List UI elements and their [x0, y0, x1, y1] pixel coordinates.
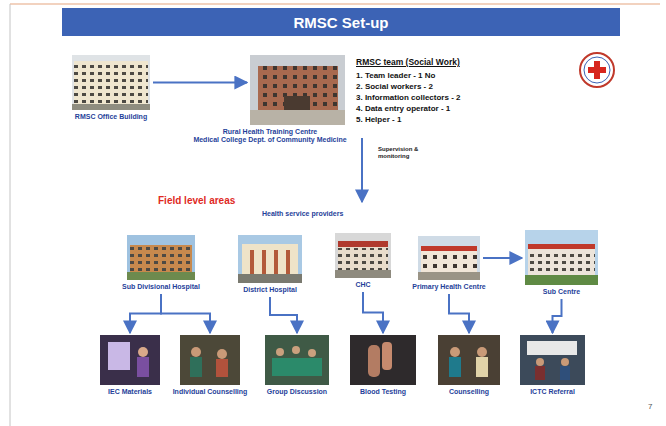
building-photo [72, 55, 150, 110]
page-number: 7 [648, 402, 652, 411]
team-item: 5. Helper - 1 [356, 115, 401, 124]
building-photo [238, 235, 302, 283]
frame-line [10, 3, 660, 5]
photo-node: RMSC Office Building [72, 55, 150, 121]
photo-caption: Individual Counselling [171, 388, 250, 396]
building-photo [525, 230, 598, 285]
photo-node: Blood Testing [350, 335, 416, 396]
photo-caption: IEC Materials [100, 388, 160, 396]
activity-photo [100, 335, 160, 385]
note: Supervision & monitoring [378, 146, 438, 160]
logo [580, 53, 614, 87]
team-item: 3. Information collectors - 2 [356, 93, 460, 102]
photo-caption: CHC [335, 281, 391, 289]
photo-caption: ICTC Referral [520, 388, 585, 396]
photo-node: Primary Health Centre [410, 236, 488, 291]
row-heading: Health service providers [262, 210, 343, 218]
photo-caption: RMSC Office Building [72, 113, 150, 121]
photo-caption: Group Discussion [265, 388, 330, 396]
building-photo [127, 235, 195, 280]
frame-line [10, 4, 11, 426]
title-bar: RMSC Set-up [62, 8, 620, 36]
building-photo [335, 233, 391, 278]
photo-node: Individual Counselling [171, 335, 250, 396]
photo-node: ICTC Referral [520, 335, 585, 396]
photo-node: Sub Divisional Hospital [120, 235, 202, 291]
photo-caption: District Hospital [238, 286, 302, 294]
team-item: 1. Team leader - 1 No [356, 71, 435, 80]
team-item: 2. Social workers - 2 [356, 82, 433, 91]
photo-caption: Sub Centre [525, 288, 598, 296]
photo-node: Sub Centre [525, 230, 598, 296]
photo-caption: Medical College Dept. of Community Medic… [190, 136, 350, 144]
slide-title: RMSC Set-up [294, 14, 389, 31]
flow-arrow [449, 294, 469, 333]
flow-arrow [130, 294, 161, 333]
activity-photo [265, 335, 329, 385]
photo-node: Rural Health Training CentreMedical Coll… [190, 55, 350, 144]
activity-photo [180, 335, 240, 385]
activity-photo [520, 335, 585, 385]
flow-arrow [161, 294, 210, 333]
photo-caption: Sub Divisional Hospital [120, 283, 202, 291]
flow-arrow [363, 292, 383, 333]
photo-node: CHC [335, 233, 391, 289]
flow-arrow [553, 299, 562, 333]
building-photo [418, 236, 480, 280]
flow-arrow [361, 138, 363, 202]
photo-node: Group Discussion [265, 335, 330, 396]
building-photo [250, 55, 345, 125]
flow-arrow [483, 257, 522, 259]
photo-node: Counselling [438, 335, 500, 396]
photo-caption: Blood Testing [350, 388, 416, 396]
section-heading: Field level areas [158, 195, 235, 207]
photo-caption: Rural Health Training Centre [190, 128, 350, 136]
flow-arrow [270, 297, 297, 333]
activity-photo [438, 335, 500, 385]
photo-caption: Counselling [438, 388, 500, 396]
flow-arrow [153, 82, 247, 84]
team-item: 4. Data entry operator - 1 [356, 104, 450, 113]
photo-caption: Primary Health Centre [410, 283, 488, 291]
team-heading: RMSC team (Social Work) [356, 58, 460, 68]
photo-node: IEC Materials [100, 335, 160, 396]
photo-node: District Hospital [238, 235, 302, 294]
activity-photo [350, 335, 416, 385]
